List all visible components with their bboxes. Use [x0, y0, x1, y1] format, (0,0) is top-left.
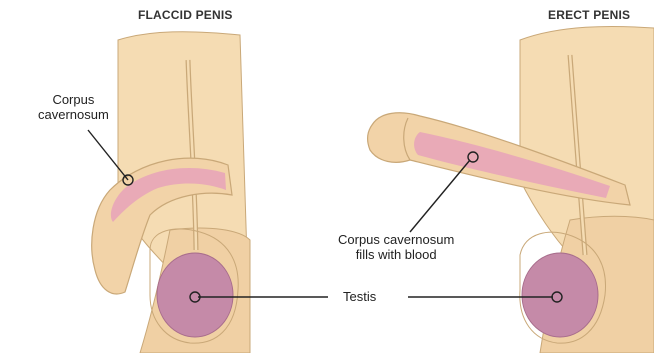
- erect-illustration: [368, 26, 654, 353]
- label-corpus-line2: cavernosum: [38, 107, 109, 122]
- leader-fills: [410, 160, 470, 232]
- label-fills-line2: fills with blood: [338, 247, 454, 262]
- erect-title: ERECT PENIS: [548, 8, 630, 22]
- erect-testis: [522, 253, 598, 337]
- flaccid-illustration: [92, 32, 250, 353]
- label-fills-with-blood: Corpus cavernosum fills with blood: [338, 232, 454, 262]
- label-corpus-line1: Corpus: [38, 92, 109, 107]
- flaccid-title: FLACCID PENIS: [138, 8, 233, 22]
- flaccid-testis: [157, 253, 233, 337]
- label-corpus-cavernosum: Corpus cavernosum: [38, 92, 109, 122]
- label-testis: Testis: [343, 289, 376, 304]
- label-fills-line1: Corpus cavernosum: [338, 232, 454, 247]
